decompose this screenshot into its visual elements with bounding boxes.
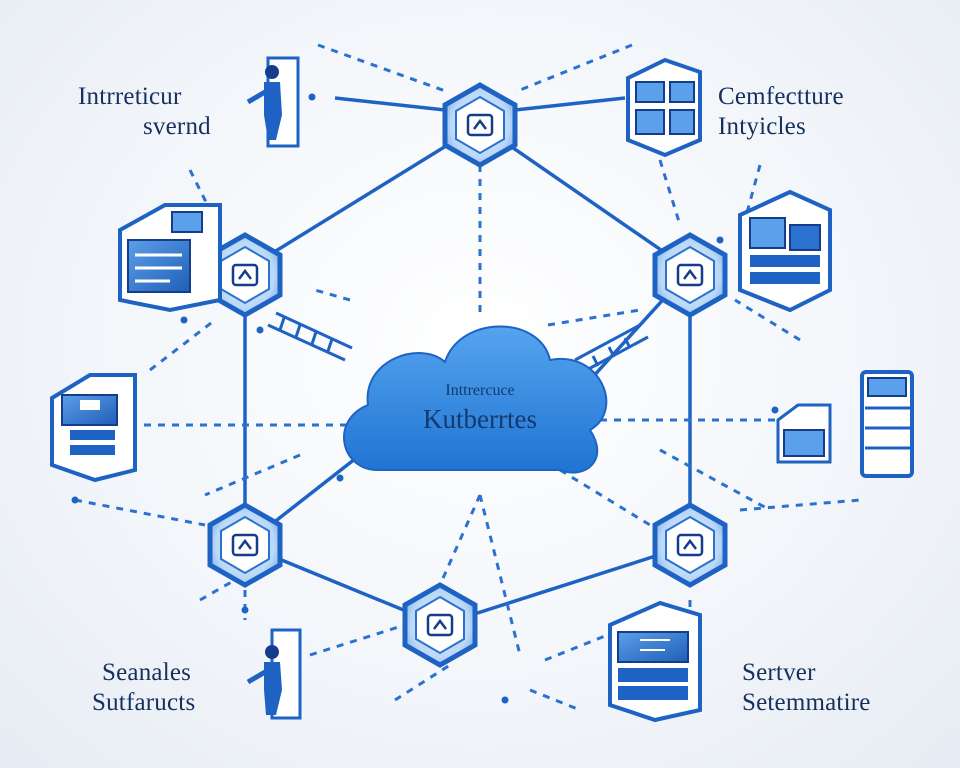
label-bottom-left-line2: Sutfaructs bbox=[92, 689, 196, 716]
server-block-right bbox=[738, 189, 832, 313]
label-top-left: Intrreticur svernd bbox=[78, 82, 211, 142]
person-top-left bbox=[246, 56, 300, 148]
label-bottom-right-line2: Setemmatire bbox=[742, 689, 871, 716]
server-stack-bottom-right bbox=[608, 600, 702, 723]
server-block-left bbox=[118, 203, 222, 313]
cloud-title: Kutberrtes bbox=[423, 404, 537, 434]
kubernetes-cloud bbox=[343, 325, 608, 474]
hex-node-left-lower bbox=[210, 505, 280, 585]
server-block-left-middle bbox=[50, 373, 137, 483]
label-top-right-line1: Cemfectture bbox=[718, 83, 844, 110]
hex-node-bottom-center bbox=[405, 585, 475, 665]
label-top-left-line1: Intrreticur bbox=[78, 83, 182, 110]
label-top-left-line2: svernd bbox=[143, 113, 211, 140]
label-bottom-left-line1: Seanales bbox=[102, 659, 192, 686]
connector-dots bbox=[71, 93, 779, 704]
label-top-right-line2: Intyicles bbox=[718, 113, 806, 140]
label-top-right: Cemfectture Intyicles bbox=[718, 82, 844, 142]
label-bottom-right-line1: Sertver bbox=[742, 659, 816, 686]
person-bottom-left bbox=[246, 628, 302, 720]
link-ladders bbox=[267, 311, 649, 374]
storage-box-right bbox=[776, 403, 832, 464]
cloud-subtitle: Inttrercuce bbox=[445, 382, 515, 399]
hex-node-right-upper bbox=[655, 235, 725, 315]
label-bottom-right: Sertver Setemmatire bbox=[742, 658, 871, 718]
server-rack-top-right bbox=[626, 57, 702, 158]
hex-node-right-lower bbox=[655, 505, 725, 585]
label-bottom-left: Seanales Sutfaructs bbox=[92, 658, 195, 718]
stacked-disks-right bbox=[860, 370, 914, 478]
hex-node-top bbox=[445, 85, 515, 165]
